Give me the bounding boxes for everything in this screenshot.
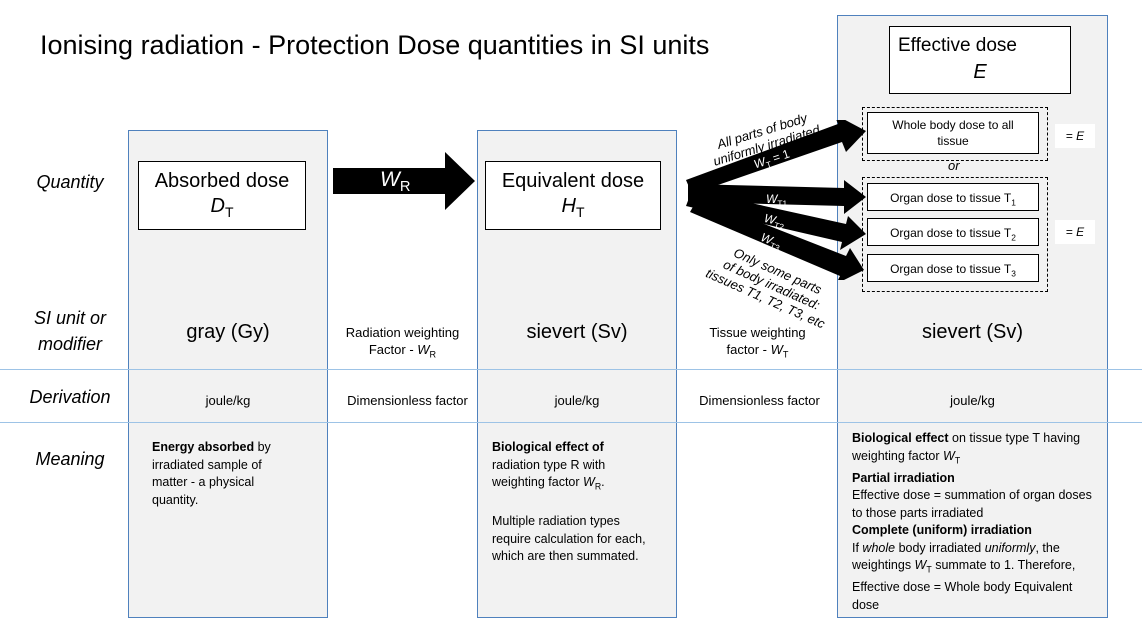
- equivalent-dose-derivation: joule/kg: [554, 393, 600, 408]
- tissue-weighting-modifier-line2: factor - WT: [726, 342, 789, 360]
- effective-dose-unit: sievert (Sv): [921, 321, 1024, 343]
- effective-dose-meaning: Biological effect on tissue type T havin…: [852, 431, 1092, 612]
- whole-body-dashed-group: [862, 107, 1048, 161]
- radiation-weighting-arrow-label: WR: [380, 168, 411, 196]
- row-divider-derivation: [0, 369, 1142, 370]
- row-label-meaning: Meaning: [35, 449, 105, 469]
- organ-dose-t1-box: Organ dose to tissue T1: [867, 183, 1039, 211]
- effective-dose-symbol: E: [973, 61, 987, 83]
- or-text: or: [948, 158, 960, 173]
- radiation-weighting-modifier-line2: Factor - WR: [368, 342, 437, 360]
- equivalent-dose-box: Equivalent dose HT: [485, 161, 661, 230]
- absorbed-dose-meaning: Energy absorbed by irradiated sample of …: [152, 440, 271, 507]
- whole-body-line1: Whole body dose to all: [892, 118, 1014, 132]
- equivalent-dose-name: Equivalent dose: [501, 170, 645, 192]
- equals-e-whole-body: = E: [1055, 124, 1095, 148]
- equivalent-dose-meaning: Biological effect of radiation type R wi…: [492, 440, 646, 563]
- equivalent-dose-symbol: HT: [561, 195, 585, 220]
- absorbed-dose-unit: gray (Gy): [186, 321, 270, 343]
- tissue-weighting-modifier: Tissue weighting factor - WT: [680, 324, 835, 364]
- effective-dose-box: Effective dose E: [889, 26, 1071, 94]
- radiation-weighting-modifier-line1: Radiation weighting: [345, 325, 460, 340]
- arrow-to-whole-body: [686, 120, 866, 194]
- organ-dose-t3-box: Organ dose to tissue T3: [867, 254, 1039, 282]
- equivalent-dose-unit: sievert (Sv): [526, 321, 628, 343]
- row-label-derivation: Derivation: [29, 387, 111, 407]
- effective-dose-derivation: joule/kg: [950, 393, 995, 408]
- tissue-weighting-modifier-line1: Tissue weighting: [709, 325, 806, 340]
- page-title: Ionising radiation - Protection Dose qua…: [40, 30, 710, 60]
- absorbed-dose-name: Absorbed dose: [154, 170, 290, 192]
- absorbed-dose-box: Absorbed dose DT: [138, 161, 306, 230]
- equals-e-organs: = E: [1055, 220, 1095, 244]
- wt1-label: WT1: [766, 192, 788, 209]
- absorbed-dose-derivation: joule/kg: [205, 393, 251, 408]
- organ-dose-t2-box: Organ dose to tissue T2: [867, 218, 1039, 246]
- row-label-quantity: Quantity: [36, 172, 104, 192]
- radiation-weighting-modifier: Radiation weighting Factor - WR: [330, 324, 475, 364]
- arrow-to-organ-t3: [690, 198, 864, 280]
- row-label-si-unit-line1: SI unit or: [33, 308, 107, 328]
- radiation-weighting-derivation: Dimensionless factor: [347, 393, 468, 408]
- row-label-si-unit-line2: modifier: [37, 334, 103, 354]
- whole-body-dose-box: Whole body dose to all tissue: [867, 112, 1039, 154]
- tissue-weighting-derivation: Dimensionless factor: [699, 393, 820, 408]
- row-divider-meaning: [0, 422, 1142, 423]
- arrow-to-organ-t1: [688, 180, 866, 214]
- radiation-weighting-arrow: [333, 152, 475, 210]
- tissue-weighting-arrows: [686, 120, 866, 280]
- whole-body-line2: tissue: [937, 134, 969, 148]
- organs-dashed-group: [862, 177, 1048, 292]
- absorbed-dose-symbol: DT: [210, 195, 234, 220]
- effective-dose-name: Effective dose: [898, 35, 1018, 56]
- row-label-si-unit: SI unit or modifier: [14, 305, 126, 357]
- arrow-to-organ-t2: [686, 190, 866, 250]
